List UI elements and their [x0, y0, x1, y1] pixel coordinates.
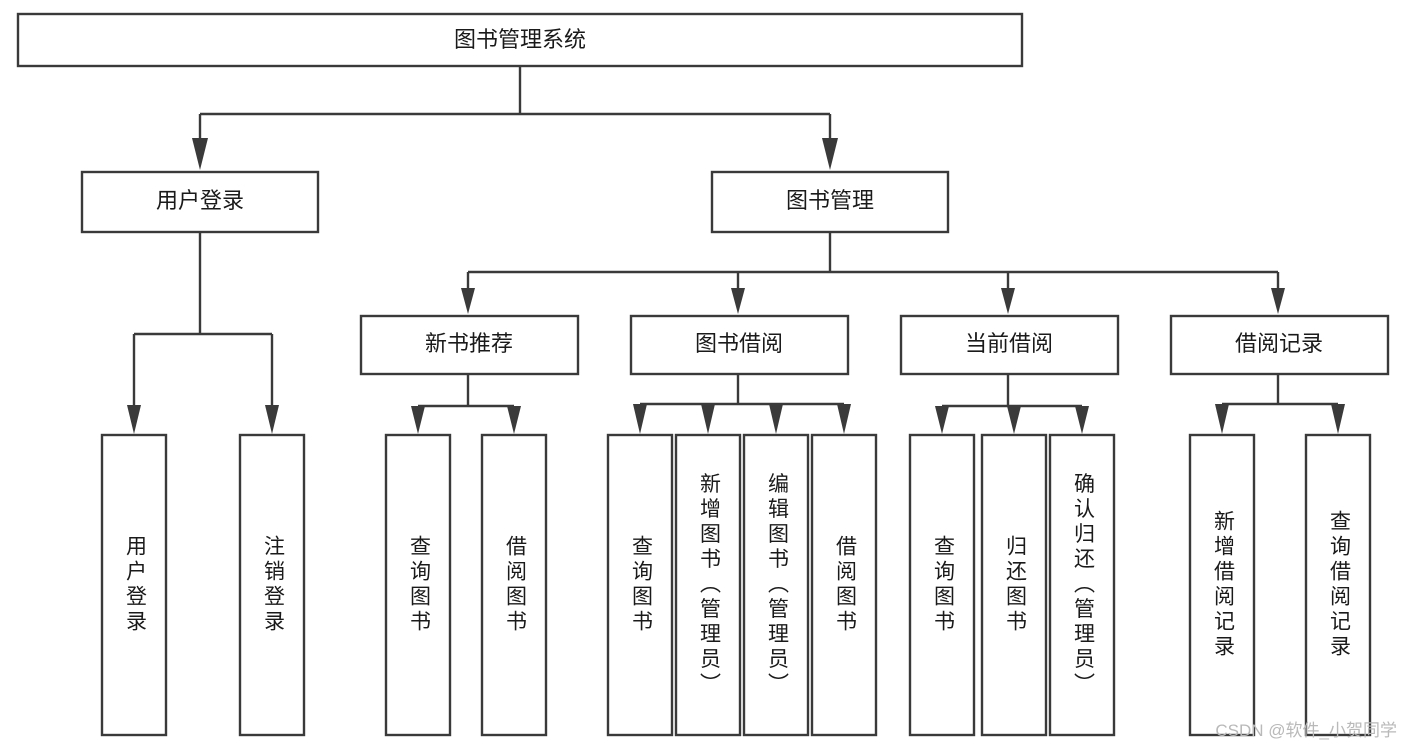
- node-leaf-borrow-book-1[interactable]: 借阅图书: [480, 433, 548, 737]
- node-leaf-query-book-2[interactable]: 查询图书: [606, 433, 674, 737]
- node-leaf-confirm-return-label: 确认归还（管理员）: [1071, 473, 1095, 698]
- arrow-head-leaf-confirm-return: [1075, 406, 1089, 434]
- arrow-head-leaf-return-book: [1007, 406, 1021, 434]
- node-leaf-query-book-1[interactable]: 查询图书: [384, 433, 452, 737]
- node-leaf-logout-login-box[interactable]: [238, 433, 306, 737]
- node-current-borrow-box[interactable]: [899, 314, 1120, 376]
- node-leaf-query-record-label: 查询借阅记录: [1327, 510, 1351, 660]
- arrow-head-leaf-query-record: [1331, 404, 1345, 434]
- node-borrow-record-box[interactable]: [1169, 314, 1390, 376]
- arrow-head-borrow-record: [1271, 288, 1285, 314]
- node-leaf-logout-login-label: 注销登录: [261, 535, 285, 635]
- arrow-head-leaf-add-record: [1215, 404, 1229, 434]
- node-borrow-record[interactable]: 借阅记录: [1169, 314, 1390, 376]
- arrow-head-book-borrow: [731, 288, 745, 314]
- node-leaf-borrow-book-1-label: 借阅图书: [503, 535, 527, 635]
- node-leaf-query-book-1-label: 查询图书: [407, 535, 431, 635]
- node-book-borrow-box[interactable]: [629, 314, 850, 376]
- node-leaf-borrow-book-1-box[interactable]: [480, 433, 548, 737]
- arrow-head-current-borrow: [1001, 288, 1015, 314]
- node-book-manage[interactable]: 图书管理: [710, 170, 950, 234]
- node-leaf-query-record[interactable]: 查询借阅记录: [1304, 433, 1372, 737]
- node-book-manage-label: 图书管理: [786, 188, 874, 213]
- node-leaf-edit-book-box[interactable]: [742, 433, 810, 737]
- arrow-head-book-manage: [822, 138, 838, 170]
- arrow-head-leaf-query-book-3: [935, 406, 949, 434]
- arrow-head-leaf-query-book-1: [411, 406, 425, 434]
- node-leaf-add-book-box[interactable]: [674, 433, 742, 737]
- node-leaf-add-book[interactable]: 新增图书（管理员）: [674, 433, 742, 737]
- node-leaf-add-book-label: 新增图书（管理员）: [697, 473, 721, 698]
- node-leaf-user-login-label: 用户登录: [123, 535, 147, 635]
- node-user-login[interactable]: 用户登录: [80, 170, 320, 234]
- arrow-head-new-book-recommend: [461, 288, 475, 314]
- node-leaf-query-book-2-label: 查询图书: [629, 535, 653, 635]
- node-leaf-query-book-3[interactable]: 查询图书: [908, 433, 976, 737]
- node-root-label: 图书管理系统: [454, 27, 586, 52]
- arrow-head-leaf-add-book: [701, 404, 715, 434]
- node-new-book-recommend[interactable]: 新书推荐: [359, 314, 580, 376]
- node-leaf-query-record-box[interactable]: [1304, 433, 1372, 737]
- node-leaf-user-login[interactable]: 用户登录: [100, 433, 168, 737]
- node-leaf-edit-book-label: 编辑图书（管理员）: [765, 473, 789, 698]
- node-book-borrow-label: 图书借阅: [695, 331, 783, 356]
- arrow-head-leaf-user-login: [127, 405, 141, 434]
- node-user-login-label: 用户登录: [156, 188, 244, 213]
- node-leaf-borrow-book-2-box[interactable]: [810, 433, 878, 737]
- node-leaf-add-record[interactable]: 新增借阅记录: [1188, 433, 1256, 737]
- node-user-login-box[interactable]: [80, 170, 320, 234]
- arrow-head-leaf-edit-book: [769, 404, 783, 434]
- node-leaf-query-book-2-box[interactable]: [606, 433, 674, 737]
- node-leaf-user-login-box[interactable]: [100, 433, 168, 737]
- node-root-box[interactable]: [16, 12, 1024, 68]
- node-leaf-add-record-box[interactable]: [1188, 433, 1256, 737]
- node-leaf-query-book-3-box[interactable]: [908, 433, 976, 737]
- node-book-borrow[interactable]: 图书借阅: [629, 314, 850, 376]
- node-leaf-logout-login[interactable]: 注销登录: [238, 433, 306, 737]
- node-leaf-confirm-return[interactable]: 确认归还（管理员）: [1048, 433, 1116, 737]
- arrow-head-leaf-borrow-book-1: [507, 406, 521, 434]
- node-book-manage-box[interactable]: [710, 170, 950, 234]
- node-leaf-confirm-return-box[interactable]: [1048, 433, 1116, 737]
- node-borrow-record-label: 借阅记录: [1235, 331, 1323, 356]
- node-leaf-return-book[interactable]: 归还图书: [980, 433, 1048, 737]
- node-leaf-query-book-1-box[interactable]: [384, 433, 452, 737]
- node-leaf-return-book-label: 归还图书: [1003, 535, 1027, 635]
- node-leaf-edit-book[interactable]: 编辑图书（管理员）: [742, 433, 810, 737]
- arrow-head-user-login: [192, 138, 208, 170]
- node-leaf-borrow-book-2-label: 借阅图书: [833, 535, 857, 635]
- node-new-book-recommend-label: 新书推荐: [425, 331, 513, 356]
- connector-layer: [127, 66, 1345, 434]
- node-current-borrow[interactable]: 当前借阅: [899, 314, 1120, 376]
- arrow-head-leaf-query-book-2: [633, 404, 647, 434]
- arrow-head-leaf-logout-login: [265, 405, 279, 434]
- node-root[interactable]: 图书管理系统: [16, 12, 1024, 68]
- node-leaf-query-book-3-label: 查询图书: [931, 535, 955, 635]
- node-leaf-borrow-book-2[interactable]: 借阅图书: [810, 433, 878, 737]
- node-new-book-recommend-box[interactable]: [359, 314, 580, 376]
- node-leaf-return-book-box[interactable]: [980, 433, 1048, 737]
- csdn-watermark: CSDN @软件_小贺同学: [1215, 721, 1397, 740]
- node-current-borrow-label: 当前借阅: [965, 331, 1053, 356]
- arrow-head-leaf-borrow-book-2: [837, 404, 851, 434]
- node-leaf-add-record-label: 新增借阅记录: [1211, 510, 1235, 660]
